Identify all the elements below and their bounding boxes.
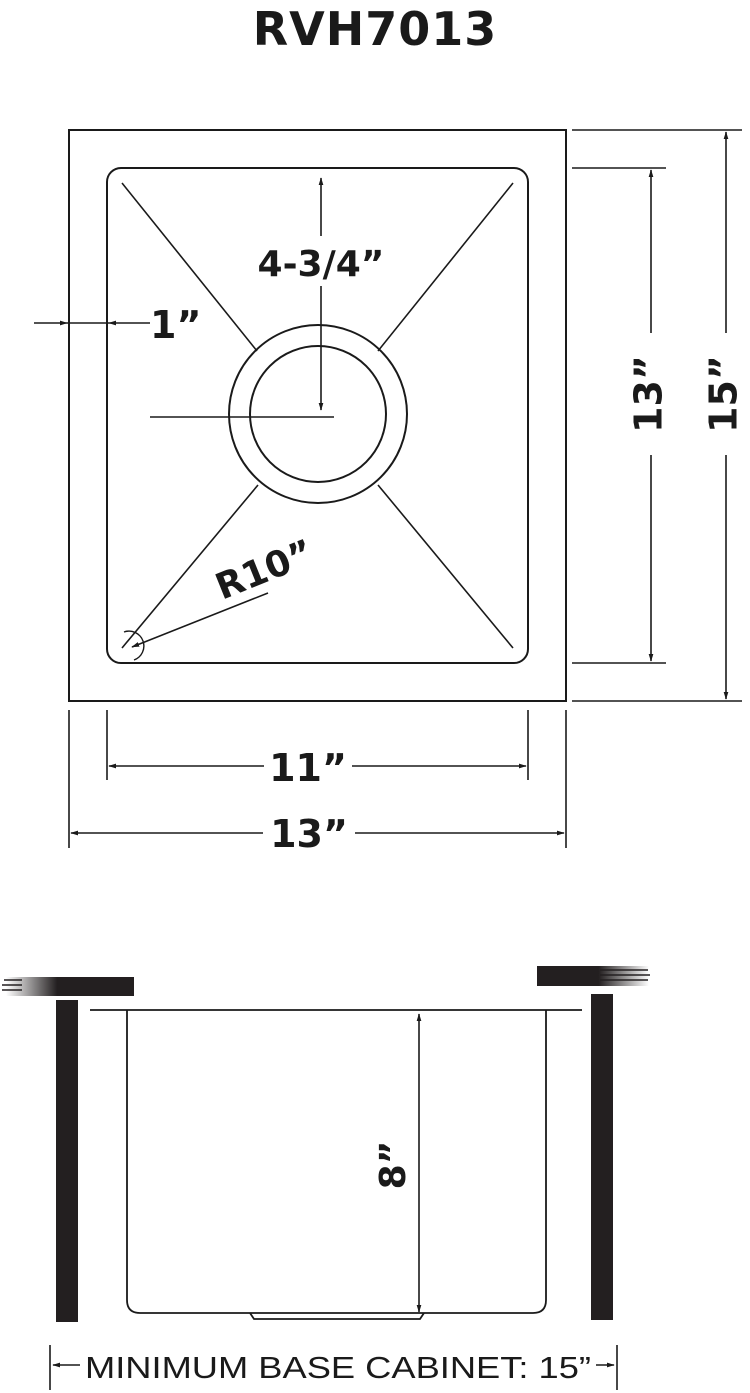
countertop-left (6, 977, 134, 996)
depth-label: 8” (373, 1141, 414, 1190)
rim-width-label: 1” (150, 303, 201, 347)
minimum-base-cabinet-label: MINIMUM BASE CABINET: 15” (85, 1350, 591, 1385)
drain-flange (249, 1312, 425, 1320)
inner-bowl (106, 167, 529, 664)
overall-length-label: 15” (702, 355, 746, 433)
bowl-width-label: 11” (269, 746, 347, 790)
outer-rim (68, 129, 567, 702)
model-title: RVH7013 (252, 2, 498, 56)
cabinet-wall-right (591, 994, 613, 1320)
top-view (34, 129, 742, 848)
drain-inner-ring (249, 345, 387, 483)
sink-profile (126, 1010, 547, 1314)
drain-outer-ring (228, 324, 408, 504)
corner-radius-label: R10” (210, 532, 319, 608)
cabinet-wall-left (56, 1000, 78, 1322)
side-view: 8” MINIMUM BASE CABINET: 15” (2, 966, 650, 1390)
drain-offset-label: 4-3/4” (258, 244, 385, 285)
bowl-length-label: 13” (627, 355, 671, 433)
overall-width-label: 13” (270, 812, 348, 856)
countertop-right (537, 966, 649, 986)
